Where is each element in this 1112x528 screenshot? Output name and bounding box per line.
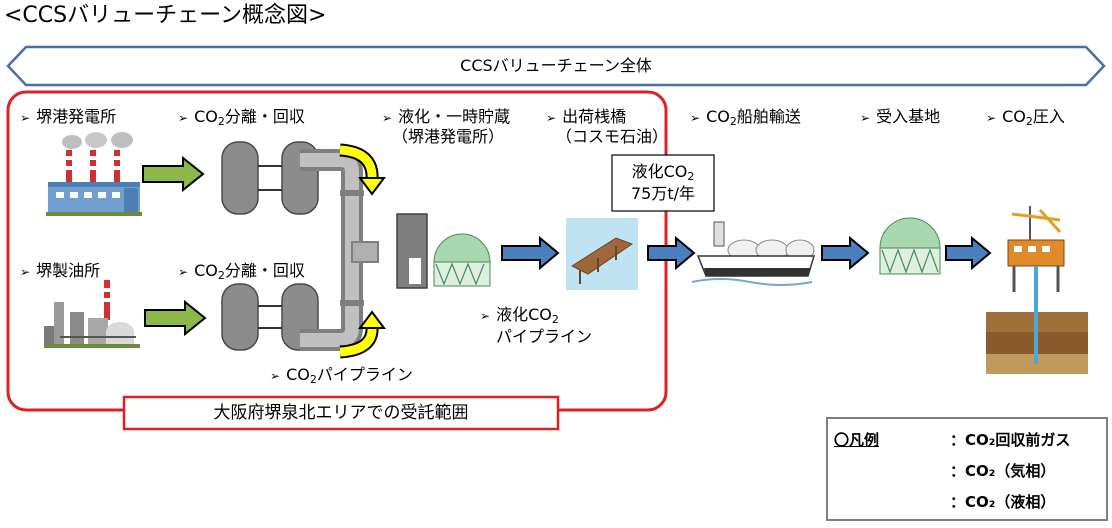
label-liquid-co2-pipeline-line2: パイプライン [496, 327, 593, 346]
scope-label-box [122, 395, 560, 431]
label-sakai-refinery: ➢堺製油所 [20, 261, 101, 280]
separation-unit-bottom [221, 283, 319, 351]
banner-label: CCSバリューチェーン全体 [460, 56, 652, 75]
scope-label: 大阪府堺泉北エリアでの受託範囲 [213, 403, 469, 423]
callout-volume: 75万t/年 [630, 184, 696, 203]
shipping-pier-icon [566, 218, 638, 290]
legend-title: 〇凡例 [834, 431, 880, 449]
legend-label-pre-gas: ：CO₂回収前ガス [950, 431, 1071, 449]
label-liquefaction: ➢液化・一時貯蔵 [382, 107, 511, 126]
callout-product: 液化CO2 [631, 162, 695, 183]
value-chain-banner-arrow [6, 45, 1106, 87]
legend-label-liquid: ：CO₂（液相） [950, 493, 1056, 511]
liquid-arrow-3 [821, 235, 870, 271]
legend-label-gas: ：CO₂（気相） [950, 462, 1056, 480]
label-liquefaction-location: （堺港発電所） [392, 127, 505, 146]
power-plant-icon [46, 132, 142, 216]
label-ship-transport: ➢CO2船舶輸送 [690, 107, 801, 128]
receiving-tank-icon [879, 217, 941, 275]
label-liquid-co2-pipeline: ➢液化CO2 [480, 305, 559, 326]
legend [826, 417, 1108, 521]
label-co2-separation-top: ➢CO2分離・回収 [178, 107, 305, 128]
pre-gas-arrow-bottom [144, 299, 207, 337]
label-co2-separation-bottom: ➢CO2分離・回収 [178, 261, 305, 282]
liquid-arrow-2 [647, 235, 696, 271]
label-shipping-pier: ➢出荷桟橋 [546, 107, 627, 126]
liquid-arrow-1 [501, 235, 560, 271]
liquid-arrow-4 [945, 235, 992, 271]
diagram-title: <CCSバリューチェーン概念図> [4, 3, 327, 28]
refinery-icon [44, 280, 140, 348]
label-sakai-power-plant: ➢堺港発電所 [20, 107, 117, 126]
ship-icon [691, 221, 816, 286]
gas-arrow-bottom [339, 310, 386, 359]
label-co2-injection: ➢CO2圧入 [986, 107, 1065, 128]
label-shipping-pier-operator: （コスモ石油） [556, 127, 669, 146]
co2-pipeline-pipe [300, 149, 379, 351]
liquefaction-unit-icon [396, 213, 428, 289]
pre-gas-arrow-top [142, 155, 205, 193]
injection-platform-icon [986, 206, 1088, 374]
gas-arrow-top [339, 143, 386, 196]
callout-box [611, 154, 715, 212]
storage-tank-icon [433, 233, 491, 287]
label-receiving-terminal: ➢受入基地 [860, 107, 941, 126]
label-co2-pipeline: ➢CO2パイプライン [270, 365, 413, 386]
